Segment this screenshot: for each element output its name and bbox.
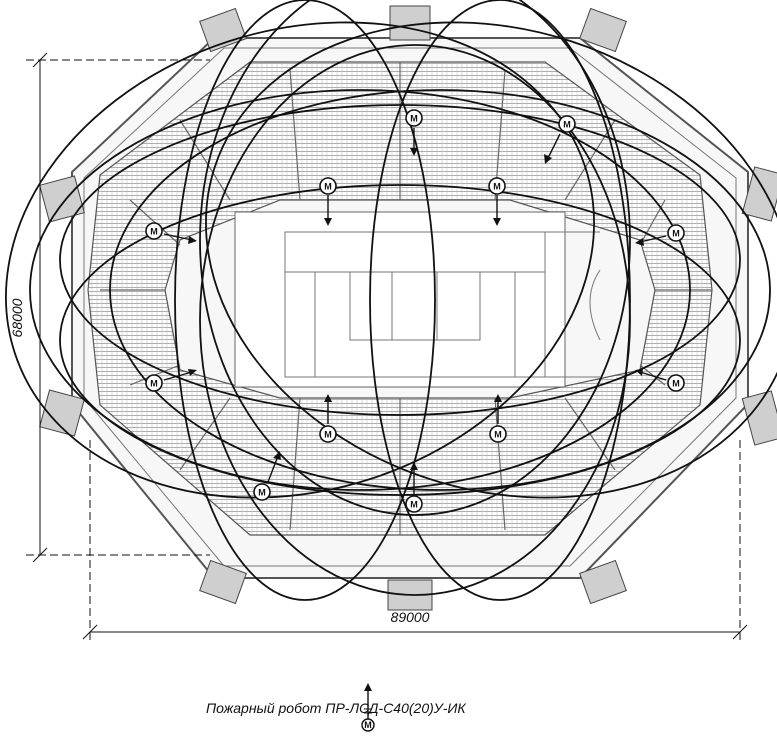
robot-letter: M <box>672 229 680 239</box>
robot-letter: M <box>493 182 501 192</box>
robot-letter: M <box>258 488 266 498</box>
building-inner-outline <box>83 47 737 567</box>
robot-letter: M <box>672 379 680 389</box>
fire-robot-west-upper: M <box>145 222 197 244</box>
fire-robot-west-lower: M <box>145 369 197 392</box>
robot-letter: M <box>324 430 332 440</box>
legend-text: Пожарный робот ПР-ЛСД-С40(20)У-ИК <box>206 700 466 716</box>
fire-robot-northeast: M <box>544 115 576 164</box>
fire-robot-south: M <box>405 462 423 513</box>
legend-robot-symbol: M <box>361 683 375 732</box>
robot-letter: M <box>150 227 158 237</box>
stair-towers <box>39 5 777 611</box>
robot-letter: M <box>150 379 158 389</box>
fire-robot-east-lower: M <box>635 369 685 392</box>
robot-letter: M <box>563 120 571 130</box>
legend-robot-letter: M <box>364 720 372 730</box>
robot-letter: M <box>494 430 502 440</box>
fire-robot-south-left: M <box>319 394 337 443</box>
robot-letter: M <box>410 500 418 510</box>
robot-coverage-arcs <box>5 0 777 601</box>
court-markings <box>284 231 601 378</box>
fire-robot-north: M <box>405 109 423 156</box>
dimension-height-label: 68000 <box>9 298 25 337</box>
robot-letter: M <box>324 182 332 192</box>
robot-letter: M <box>410 114 418 124</box>
arena-floor <box>234 211 566 388</box>
arena-plan-drawing: 68000 89000 M M M M <box>5 0 777 640</box>
fire-robot-south-right: M <box>489 394 507 443</box>
fire-robot-north-right: M <box>488 177 506 226</box>
fire-robot-southwest: M <box>253 451 281 501</box>
fire-robot-east-upper: M <box>635 224 685 246</box>
fire-robot-north-left: M <box>319 177 337 226</box>
dimension-lines <box>26 52 748 640</box>
dimension-width-label: 89000 <box>391 609 430 625</box>
